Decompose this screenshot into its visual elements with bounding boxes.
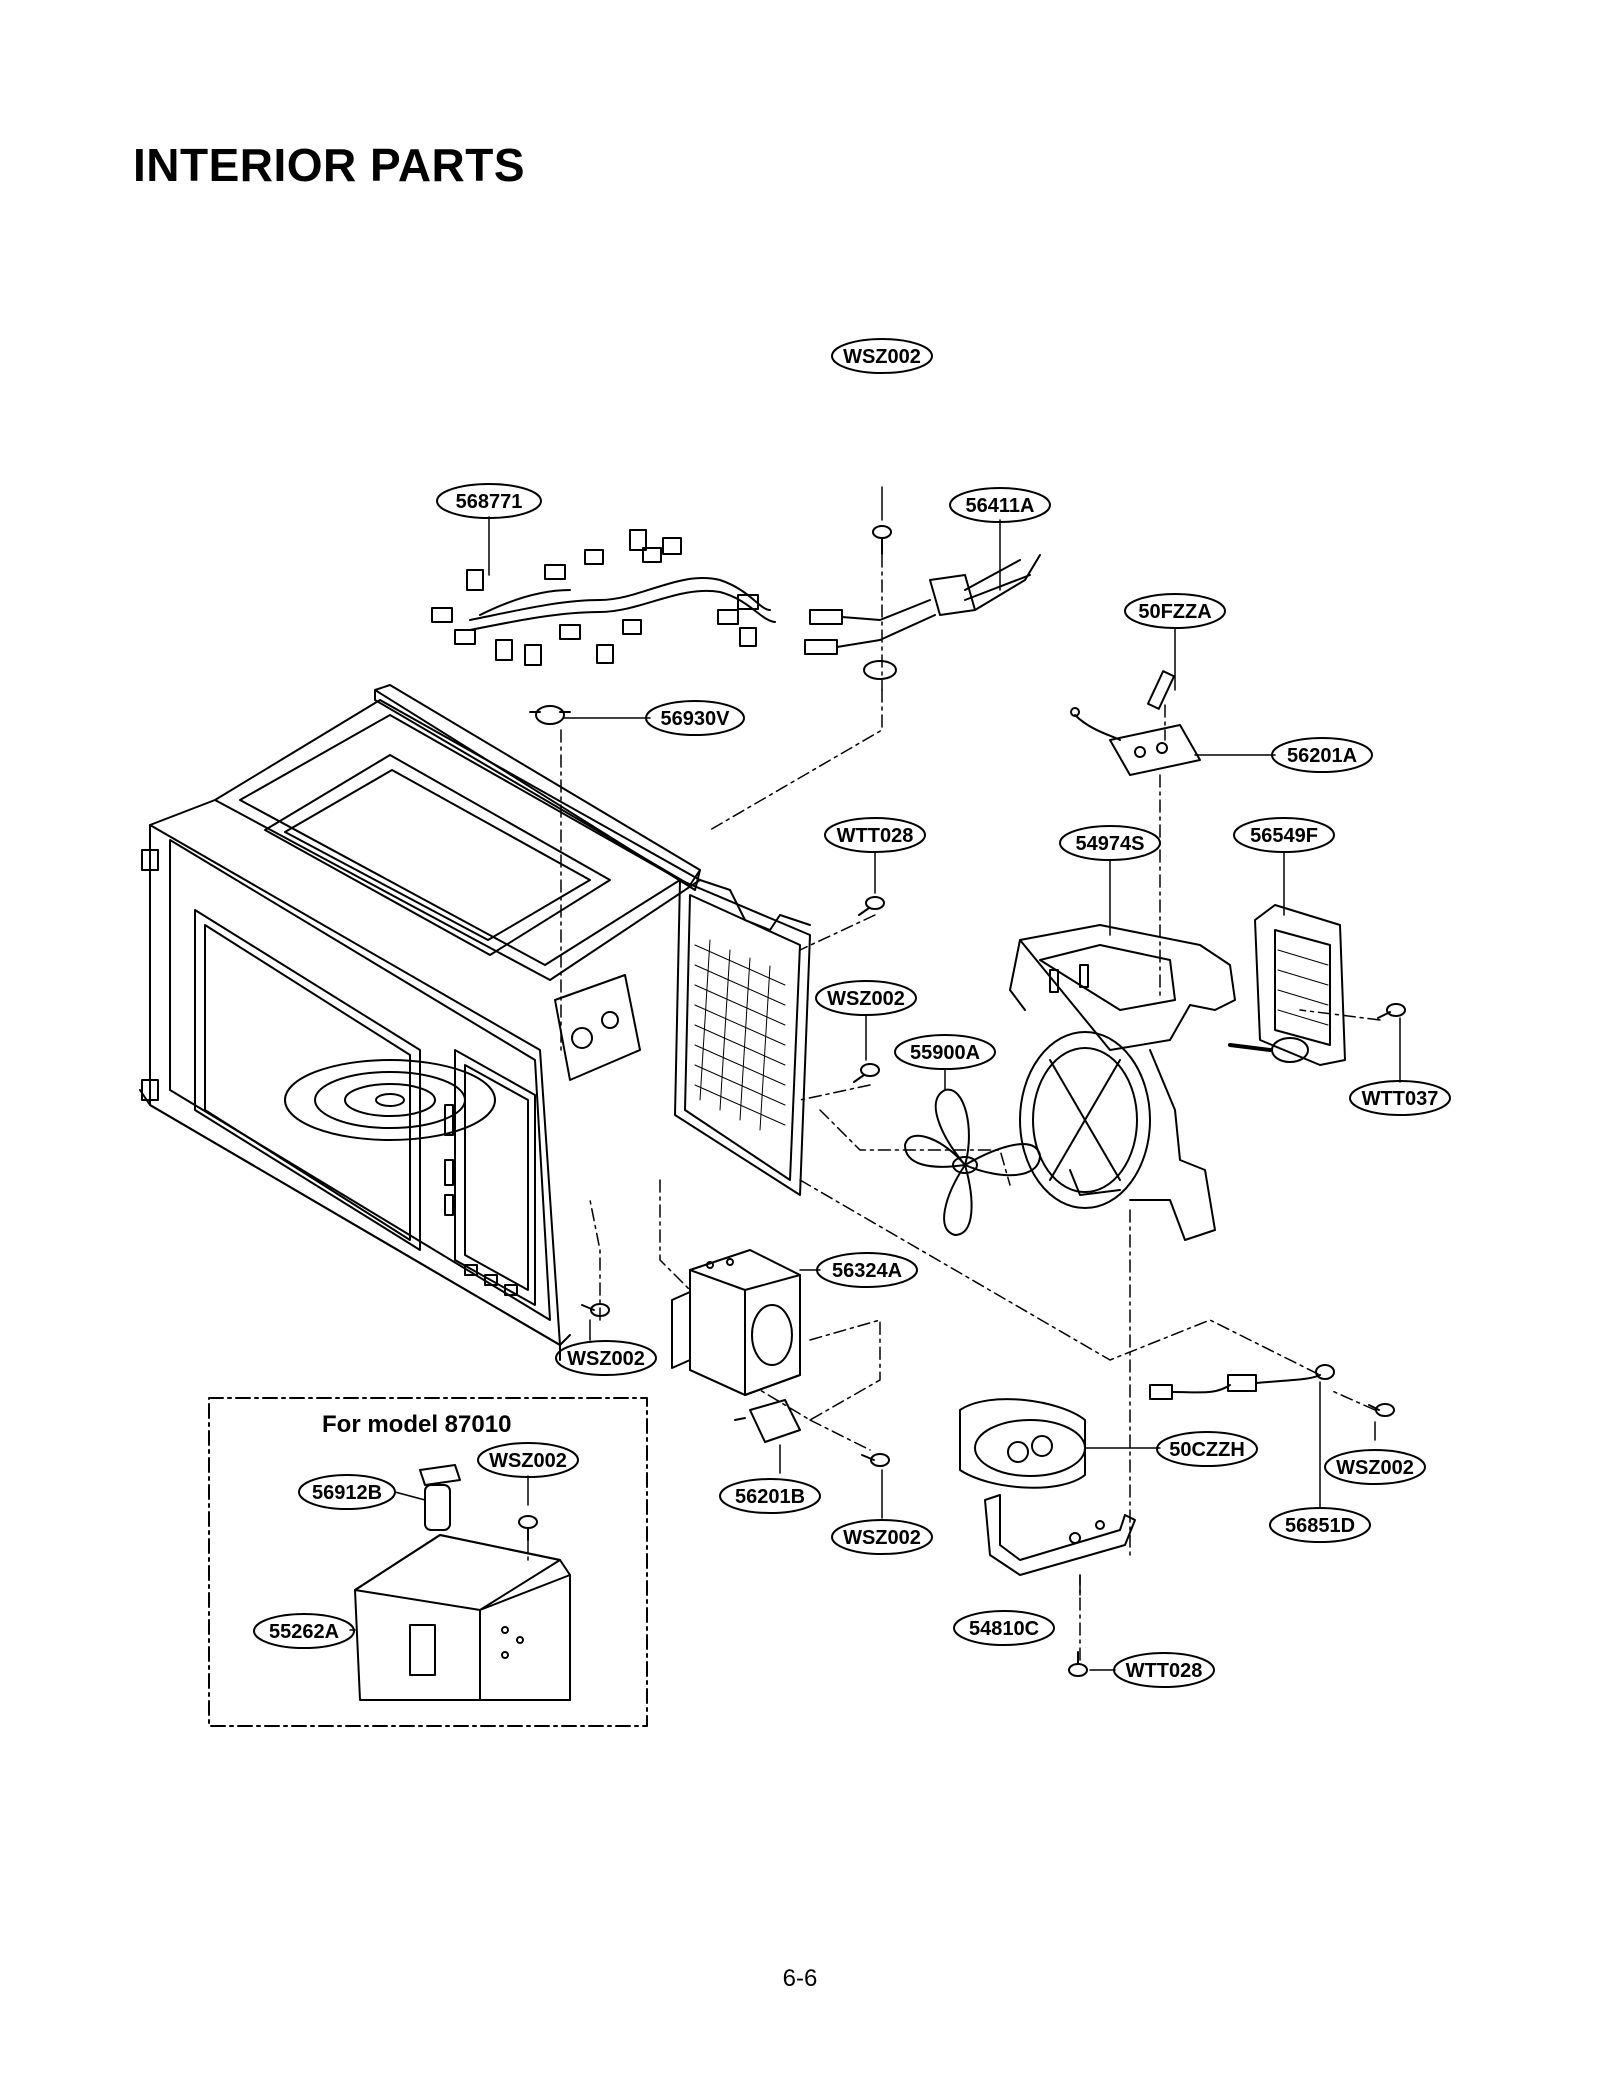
assembly-dashed-lines [527, 554, 1381, 1661]
callout-56930v: 56930V [661, 708, 731, 730]
fan-duct-drawing [1009, 924, 1236, 1241]
screw-icon [1377, 1003, 1406, 1019]
model-box-title: For model 87010 [322, 1411, 511, 1438]
callout-wtt028-mid: WTT028 [837, 825, 914, 847]
wire-harness-drawing [431, 529, 776, 666]
screw-icon [581, 1303, 610, 1317]
callout-56201b: 56201B [735, 1486, 805, 1508]
screw-icon [1068, 1651, 1088, 1677]
callout-wtt037: WTT037 [1362, 1088, 1439, 1110]
screw-icon [858, 896, 885, 916]
model-87010-part-drawing [354, 1464, 571, 1701]
callout-54974s: 54974S [1076, 833, 1145, 855]
callout-wsz002-bot: WSZ002 [843, 1527, 921, 1549]
callout-56201a: 56201A [1287, 745, 1357, 767]
callout-wsz002-left: WSZ002 [567, 1348, 645, 1370]
leader-lines [349, 486, 1401, 1671]
screw-icon [1368, 1403, 1395, 1417]
fan-motor-drawing [1228, 904, 1346, 1066]
callout-wsz002-right: WSZ002 [1336, 1457, 1414, 1479]
callout-56912b: 56912B [312, 1482, 382, 1504]
callout-56411a: 56411A [966, 495, 1035, 517]
callout-wsz002-mid: WSZ002 [827, 988, 905, 1010]
callout-56324a: 56324A [832, 1260, 902, 1282]
screws [518, 525, 1406, 1677]
diode-drawing [1149, 1364, 1335, 1400]
callout-wsz002-top: WSZ002 [843, 346, 921, 368]
fuse-and-board-drawing [1070, 670, 1201, 776]
screw-icon [518, 1515, 538, 1541]
56201b-part-drawing [734, 1399, 801, 1443]
screw-icon [853, 1063, 880, 1083]
capacitor-drawing [959, 1398, 1086, 1489]
magnetron-drawing [671, 1249, 801, 1396]
page-number: 6-6 [782, 1965, 818, 1992]
callout-56549f: 56549F [1250, 825, 1318, 847]
bracket-drawing [984, 1494, 1136, 1576]
callout-50czzh: 50CZZH [1169, 1439, 1245, 1461]
callout-wsz002-box: WSZ002 [489, 1450, 567, 1472]
thermostat-drawing [529, 705, 571, 725]
callout-ovals [253, 338, 1451, 1688]
callout-55900a: 55900A [910, 1042, 980, 1064]
callout-568771: 568771 [456, 491, 523, 513]
screw-icon [872, 525, 892, 555]
callout-56851d: 56851D [1285, 1515, 1355, 1537]
oven-cavity-drawing [139, 684, 701, 1361]
callout-50fzza: 50FZZA [1138, 601, 1211, 623]
screw-icon [861, 1453, 890, 1467]
callout-55262a: 55262A [269, 1621, 339, 1643]
callout-54810c: 54810C [969, 1618, 1039, 1640]
vent-panel-drawing [554, 879, 811, 1196]
page-title: INTERIOR PARTS [133, 139, 526, 191]
callout-wtt028-bot: WTT028 [1126, 1660, 1203, 1682]
56411a-part-drawing [804, 554, 1041, 680]
model-87010-box [208, 1397, 648, 1727]
